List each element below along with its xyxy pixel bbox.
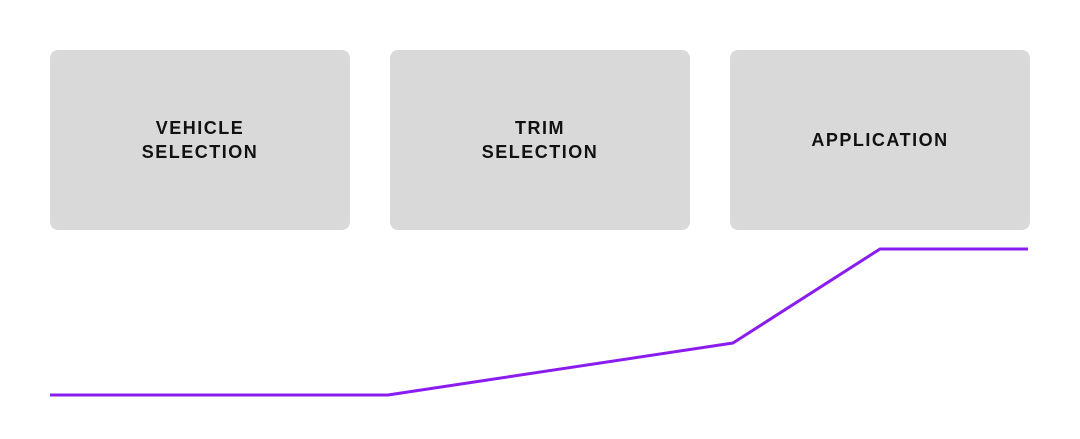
progress-line <box>50 247 1028 397</box>
step-card-application: APPLICATION <box>730 50 1030 230</box>
step-card-trim-selection: TRIM SELECTION <box>390 50 690 230</box>
step-label-line: VEHICLE <box>155 118 245 138</box>
step-label: TRIM SELECTION <box>482 116 599 164</box>
step-label-line: SELECTION <box>481 142 599 162</box>
step-label-line: TRIM <box>514 118 565 138</box>
step-label: APPLICATION <box>811 128 948 152</box>
step-label-line: SELECTION <box>141 142 259 162</box>
step-label-line: APPLICATION <box>811 130 949 150</box>
step-card-vehicle-selection: VEHICLE SELECTION <box>50 50 350 230</box>
step-label: VEHICLE SELECTION <box>142 116 259 164</box>
